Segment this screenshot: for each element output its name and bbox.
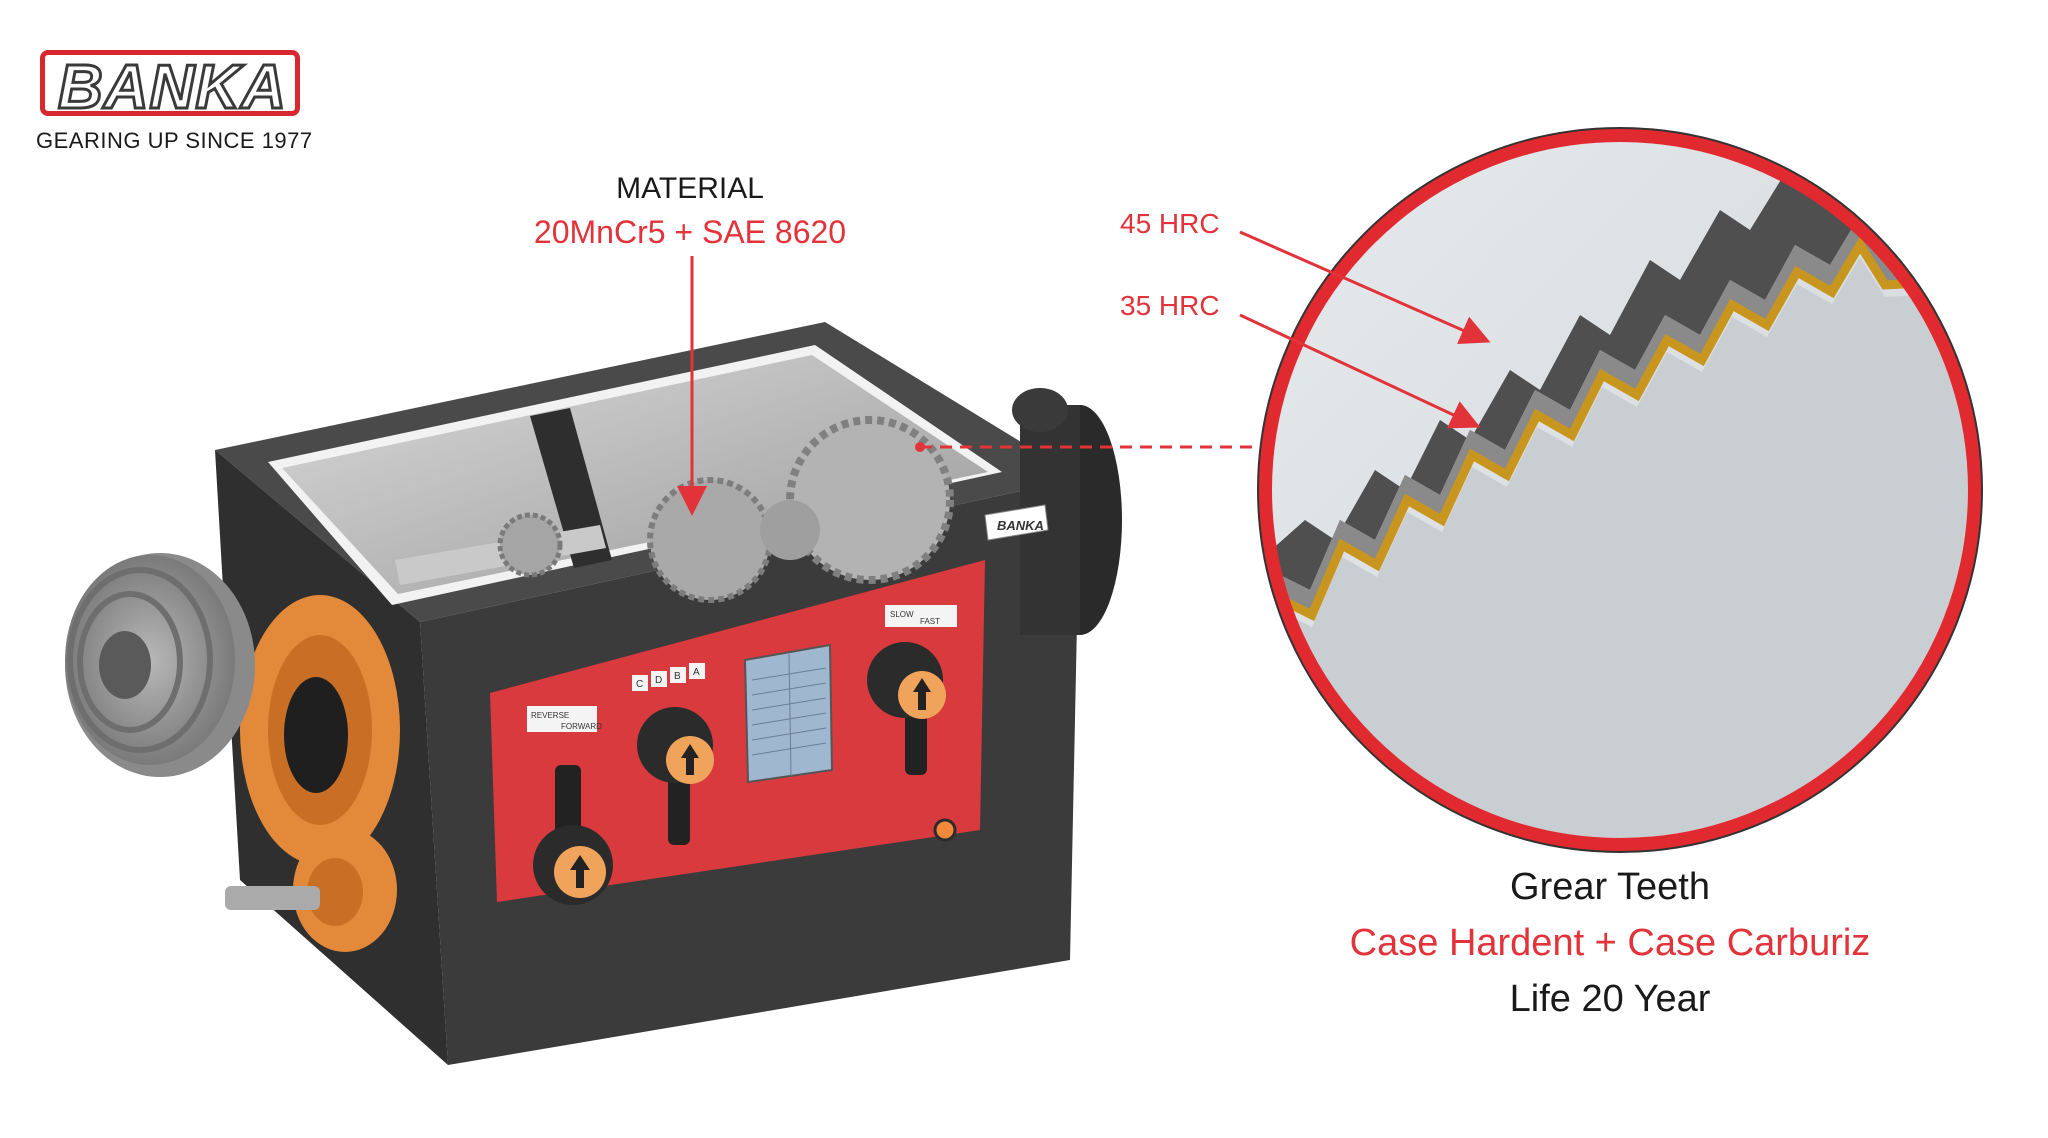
svg-text:C: C — [636, 679, 643, 690]
svg-text:D: D — [655, 675, 662, 686]
machine-nameplate: BANKA — [984, 504, 1049, 541]
logo-frame — [40, 50, 300, 116]
gear-teeth-treatment: Case Hardent + Case Carburiz — [1349, 922, 1871, 964]
control-panel: REVERSE FORWARD C D B A SLOW FAST — [490, 560, 985, 902]
svg-text:REVERSE: REVERSE — [531, 711, 569, 720]
svg-text:FAST: FAST — [920, 617, 940, 626]
flange-assembly — [225, 595, 400, 952]
hardness-outer-label: 45 HRC — [1120, 208, 1220, 239]
svg-text:A: A — [693, 667, 700, 678]
svg-text:SLOW: SLOW — [890, 610, 914, 619]
gear-teeth-title: Grear Teeth — [1510, 866, 1710, 908]
brand-tagline: GEARING UP SINCE 1977 — [36, 128, 313, 153]
material-value: 20MnCr5 + SAE 8620 — [533, 214, 847, 250]
drive-pulley — [65, 553, 255, 777]
brand-logo: BANKA — [57, 52, 288, 124]
svg-text:BANKA: BANKA — [997, 518, 1044, 533]
svg-text:FORWARD: FORWARD — [561, 722, 602, 731]
gear-letter-tabs: C D B A — [632, 663, 705, 691]
svg-text:B: B — [674, 671, 681, 682]
selector-knobs — [533, 642, 957, 905]
gear-teeth-zoom — [1257, 127, 1983, 853]
gearbox-cavity — [268, 345, 1002, 605]
material-title: MATERIAL — [616, 172, 764, 205]
speed-chart-plate — [743, 643, 834, 784]
gear-teeth-life: Life 20 Year — [1509, 978, 1711, 1020]
hardness-inner-arrow — [1239, 313, 1481, 429]
hardness-outer-arrow — [1239, 230, 1491, 345]
hardness-inner-label: 35 HRC — [1120, 290, 1220, 321]
